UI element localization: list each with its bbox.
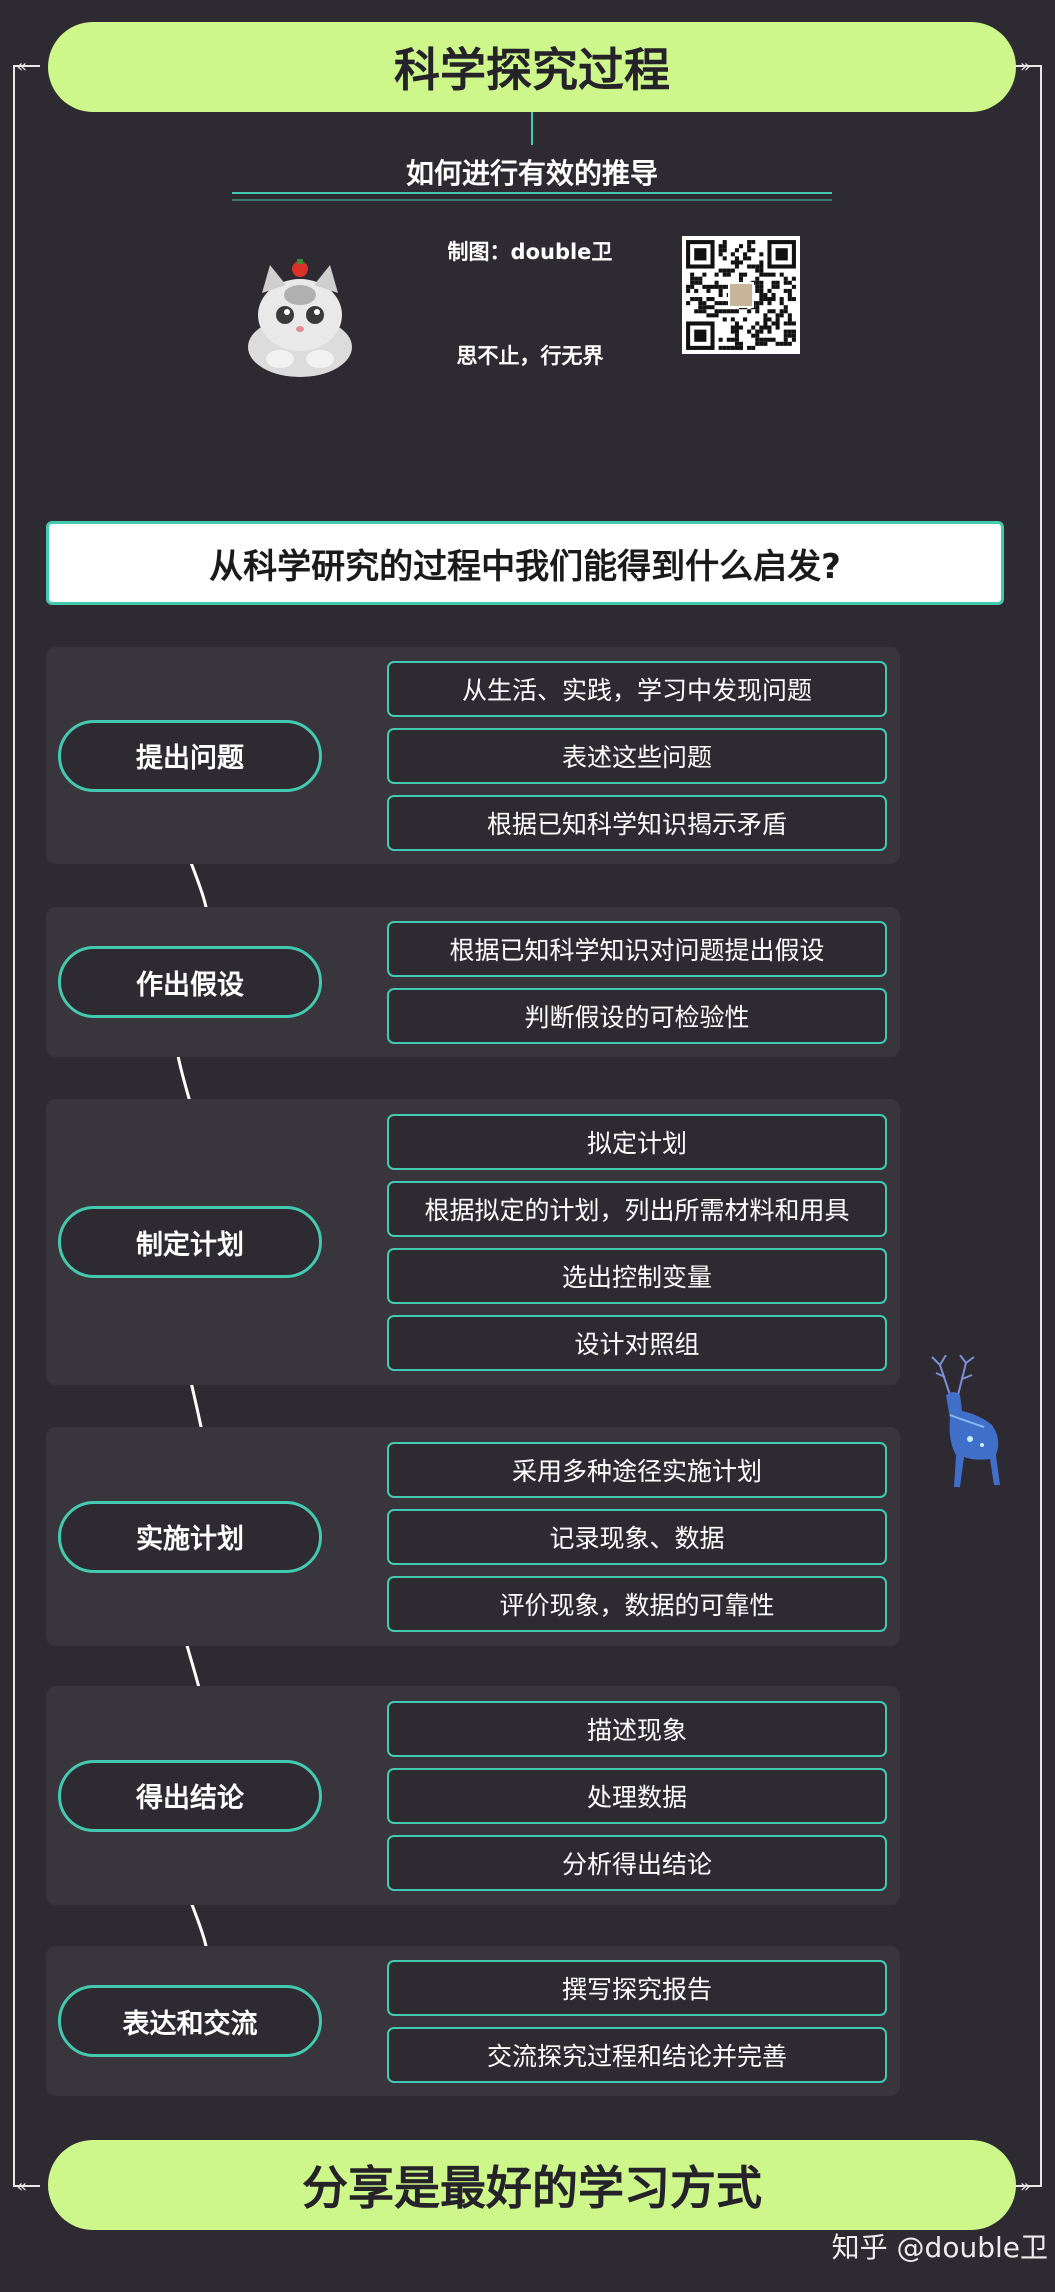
stage-item: 分析得出结论: [387, 1834, 887, 1891]
stage-node: 作出假设: [58, 946, 322, 1018]
stage-item: 根据拟定的计划，列出所需材料和用具: [387, 1180, 887, 1237]
stage-item: 交流探究过程和结论并完善: [387, 2026, 887, 2083]
svg-text:«: «: [16, 56, 27, 77]
question-banner: 从科学研究的过程中我们能得到什么启发?: [46, 521, 1004, 605]
stage-item: 表述这些问题: [387, 727, 887, 784]
stage-item: 记录现象、数据: [387, 1508, 887, 1565]
stage-item: 采用多种途径实施计划: [387, 1441, 887, 1498]
svg-text:»: »: [1020, 56, 1031, 77]
stage-item: 判断假设的可检验性: [387, 987, 887, 1044]
stage-item: 拟定计划: [387, 1113, 887, 1170]
qr-code: [682, 236, 800, 354]
watermark: 知乎 @double卫: [831, 2231, 1048, 2264]
stage-item: 撰写探究报告: [387, 1959, 887, 2016]
svg-text:»: »: [1020, 2176, 1031, 2197]
stage-node: 制定计划: [58, 1206, 322, 1278]
stage-node: 实施计划: [58, 1500, 322, 1573]
subtitle: 如何进行有效的推导: [405, 157, 658, 190]
author-credit: 制图：double卫: [447, 240, 613, 264]
stage-item: 选出控制变量: [387, 1247, 887, 1304]
stage-item: 根据已知科学知识对问题提出假设: [387, 920, 887, 977]
stage-item: 评价现象，数据的可靠性: [387, 1575, 887, 1632]
motto: 思不止，行无界: [456, 344, 604, 368]
footer-title: 分享是最好的学习方式: [48, 2140, 1016, 2230]
stage-item: 描述现象: [387, 1700, 887, 1757]
stage-item: 从生活、实践，学习中发现问题: [387, 660, 887, 717]
stage-node: 得出结论: [58, 1759, 322, 1832]
svg-text:«: «: [16, 2176, 27, 2197]
stage-node: 表达和交流: [58, 1985, 322, 2057]
stage-item: 处理数据: [387, 1767, 887, 1824]
stage-node: 提出问题: [58, 719, 322, 792]
stage-item: 设计对照组: [387, 1314, 887, 1371]
cat-illustration: [240, 255, 360, 380]
page-title: 科学探究过程: [48, 22, 1016, 112]
stage-item: 根据已知科学知识揭示矛盾: [387, 794, 887, 851]
deer-illustration: [910, 1355, 1010, 1495]
